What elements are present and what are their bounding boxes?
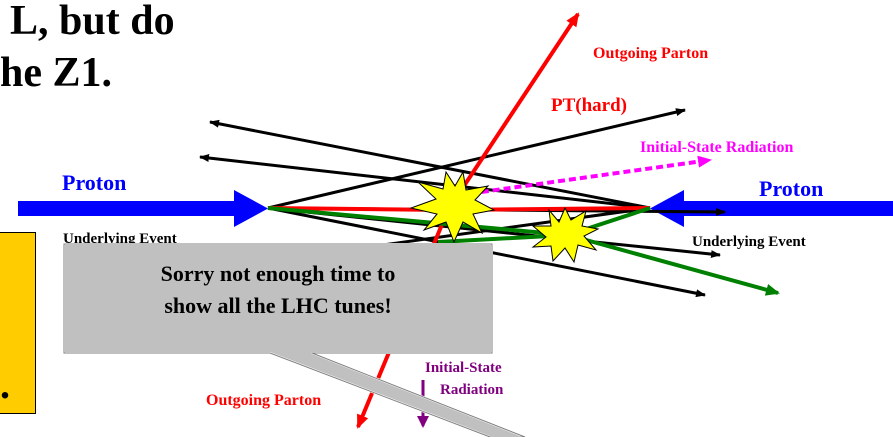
callout-text: Sorry not enough time to show all the LH…	[64, 258, 492, 322]
label-initial-state-radiation-bottom-line-1: Initial-State	[425, 360, 502, 376]
label-pt-hard: PT(hard)	[551, 95, 627, 116]
callout-line-2: show all the LHC tunes!	[64, 290, 492, 322]
label-proton-left: Proton	[62, 170, 126, 195]
callout-line-1: Sorry not enough time to	[64, 258, 492, 290]
label-outgoing-parton-bottom: Outgoing Parton	[206, 392, 321, 409]
label-initial-state-radiation-bottom-line-2: Radiation	[440, 382, 504, 398]
label-initial-state-radiation-top: Initial-State Radiation	[640, 139, 793, 156]
label-underlying-event-right: Underlying Event	[692, 234, 806, 250]
label-outgoing-parton-top: Outgoing Parton	[593, 45, 708, 62]
proton-beam-left	[18, 190, 268, 227]
label-proton-right: Proton	[759, 176, 823, 201]
